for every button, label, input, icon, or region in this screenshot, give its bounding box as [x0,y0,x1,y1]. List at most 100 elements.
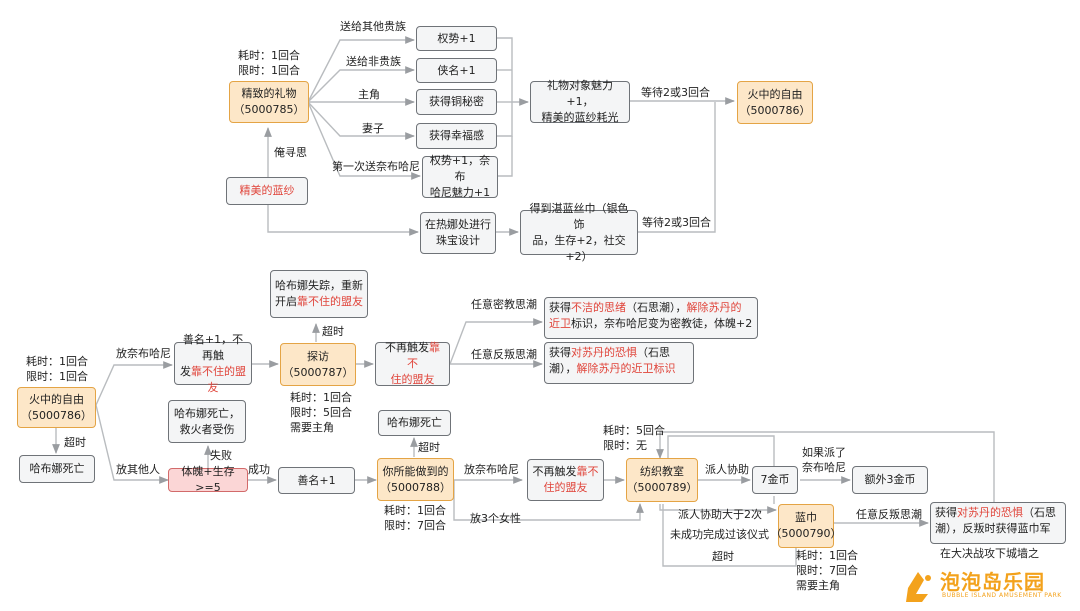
habuna-lost-red: 靠不住的盟友 [297,295,363,308]
edge-label-any-cult: 任意密教思潮 [471,298,537,311]
church-title: 纺织教室 [640,465,684,478]
edge-label-if-sent-2: 奈布哈尼 [802,461,846,474]
dead-saver-line1: 哈布娜死亡， [174,406,240,420]
cult-result-node[interactable]: 获得不洁的思绪（石思潮），解除苏丹的 近卫标识，奈布哈尼变为密教徒，体魄+2 [544,297,758,339]
cult-pre: 获得 [549,301,571,314]
habuna-lost-node[interactable]: 哈布娜失踪，重新 开启靠不住的盟友 [270,270,368,318]
final-line2: 潮），反叛时获得蓝巾军 [935,522,1051,535]
logo-sub-text: BUBBLE ISLAND AMUSEMENT PARK [942,592,1062,599]
freedom-top-id: （5000786） [739,103,811,117]
cult-result-line2: 近卫标识，奈布哈尼变为密教徒，体魄+2 [549,316,752,332]
blue-time-limit: 限时：7回合 [796,564,858,577]
habuna-lost-pre: 开启 [275,295,297,308]
fire-node[interactable]: 火中的自由 （5000786） [17,387,96,428]
visit-title: 探访 [307,349,329,363]
no-trigger-2-node[interactable]: 不再触发靠不 住的盟友 [527,459,604,501]
no-trigger2-pre: 不再触发 [532,465,577,478]
edge-label-ask: 俺寻思 [274,146,307,159]
edge-label-timeout-3: 超时 [418,441,440,454]
edge-label-first-nabuhani: 第一次送奈布哈尼 [332,160,420,173]
blue-yarn-node[interactable]: 精美的蓝纱 [226,177,308,205]
edge-label-wife: 妻子 [362,122,384,135]
gift-time-limit: 限时：1回合 [238,64,300,77]
fire-title: 火中的自由 [29,392,84,406]
visit-time-limit: 限时：5回合 [290,406,352,419]
cult-post: 标识，奈布哈尼变为密教徒，体魄+2 [571,317,753,330]
cult-red1: 不洁的思绪 [571,301,626,314]
final-result-node[interactable]: 获得对苏丹的恐惧（石思 潮），反叛时获得蓝巾军 [930,502,1066,544]
good-fame-pre: 发 [180,364,191,378]
rebel-red1: 对苏丹的恐惧 [571,346,637,359]
result-chivalry[interactable]: 侠名+1 [416,58,497,83]
blue-scarf-id: （5000790） [770,527,842,540]
result-nabuhani[interactable]: 权势+1，奈布 哈尼魅力+1 [422,154,498,199]
merge-node[interactable]: 礼物对象魅力+1， 精美的蓝纱耗光 [530,79,630,124]
gift-node[interactable]: 精致的礼物 （5000785） [229,81,309,123]
blue-need-protagonist: 需要主角 [796,579,840,592]
good-fame-2-node[interactable]: 善名+1 [278,467,355,494]
final-note: 在大决战攻下城墙之 [940,547,1039,560]
dead-saver-line2: 救火者受伤 [179,422,235,436]
design-node[interactable]: 在热娜处进行 珠宝设计 [420,212,496,254]
final-pre: 获得 [935,506,957,519]
habuna-lost-line1: 哈布娜失踪，重新 [275,279,363,292]
design-line2: 珠宝设计 [436,234,480,247]
best-node[interactable]: 你所能做到的 （5000788） [377,458,454,501]
edge-label-release-nab: 放奈布哈尼 [116,347,171,360]
dead-saver-node[interactable]: 哈布娜死亡， 救火者受伤 [168,400,246,443]
blue-time-cost: 耗时：1回合 [796,549,858,562]
final-line1: 获得对苏丹的恐惧（石思 [935,505,1056,521]
edge-label-fail: 失败 [210,449,232,462]
rebel-result-node[interactable]: 获得对苏丹的恐惧（石思 潮），解除苏丹的近卫标识 [544,342,694,384]
best-time-cost: 耗时：1回合 [384,504,446,517]
edge-label-wait-1: 等待2或3回合 [641,86,710,99]
rebel-result-line1: 获得对苏丹的恐惧（石思 [549,345,670,361]
logo-brand-text: 泡泡岛乐园 [940,570,1045,594]
coins-7-node[interactable]: 7金币 [752,466,798,494]
no-trigger-line1: 不再触发靠不 [380,340,445,372]
edge-label-timeout-2: 超时 [322,325,344,338]
edge-label-any-rebel-2: 任意反叛思潮 [856,508,922,521]
no-trigger2-red1: 靠不 [576,465,599,478]
gift-title: 精致的礼物 [241,87,297,100]
edge-label-not-done: 未成功完成过该仪式 [670,528,769,541]
result-nabuhani-line1: 权势+1，奈布 [429,154,491,183]
edge-label-if-sent-1: 如果派了 [802,446,846,459]
blue-scarf-title: 蓝巾 [795,511,817,524]
no-trigger2-line1: 不再触发靠不 [533,464,599,480]
rebel-pre: 获得 [549,346,571,359]
death-node-2[interactable]: 哈布娜死亡 [378,410,451,436]
result-happiness[interactable]: 获得幸福感 [416,123,497,149]
edge-label-other-noble: 送给其他贵族 [340,20,406,33]
bubble-logo-icon [906,572,931,602]
merge-line2: 精美的蓝纱耗光 [541,111,619,124]
no-trigger2-line2: 住的盟友 [543,481,588,494]
result-copper-secret[interactable]: 获得铜秘密 [416,89,497,115]
rebel-post: （石思 [637,346,670,359]
death-node-1[interactable]: 哈布娜死亡 [19,455,95,483]
no-trigger-node[interactable]: 不再触发靠不 住的盟友 [375,340,450,386]
design-result-line1: 得到湛蓝丝巾（银色饰 [529,201,629,231]
design-result-node[interactable]: 得到湛蓝丝巾（银色饰 品，生存+2，社交+2） [520,202,638,263]
visit-need-protagonist: 需要主角 [290,421,334,434]
no-trigger-line2: 住的盟友 [390,373,435,386]
design-line1: 在热娜处进行 [425,218,491,231]
edge-label-wait-2: 等待2或3回合 [642,216,711,229]
church-time-limit: 限时：无 [603,439,647,452]
no-trigger-pre: 不再触发 [385,341,429,354]
check-node[interactable]: 体魄+生存>=5 [168,465,248,494]
best-id: （5000788） [380,480,451,494]
coins-extra-node[interactable]: 额外3金币 [852,466,928,494]
good-fame-node[interactable]: 善名+1，不再触 发靠不住的盟友 [174,333,252,394]
church-node[interactable]: 纺织教室 （5000789） [626,458,698,502]
edge-label-timeout-1: 超时 [64,436,86,449]
rebel-result-line2: 潮），解除苏丹的近卫标识 [549,361,676,377]
blue-scarf-node[interactable]: 蓝巾 （5000790） [771,504,842,548]
rebel-pre2: 潮）， [549,362,577,375]
merge-line1: 礼物对象魅力+1， [547,79,613,108]
freedom-top-node[interactable]: 火中的自由 （5000786） [737,81,813,124]
visit-node[interactable]: 探访 （5000787） [280,343,356,386]
church-time-cost: 耗时：5回合 [603,424,665,437]
fire-id: （5000786） [21,408,92,422]
result-power[interactable]: 权势+1 [416,26,497,51]
